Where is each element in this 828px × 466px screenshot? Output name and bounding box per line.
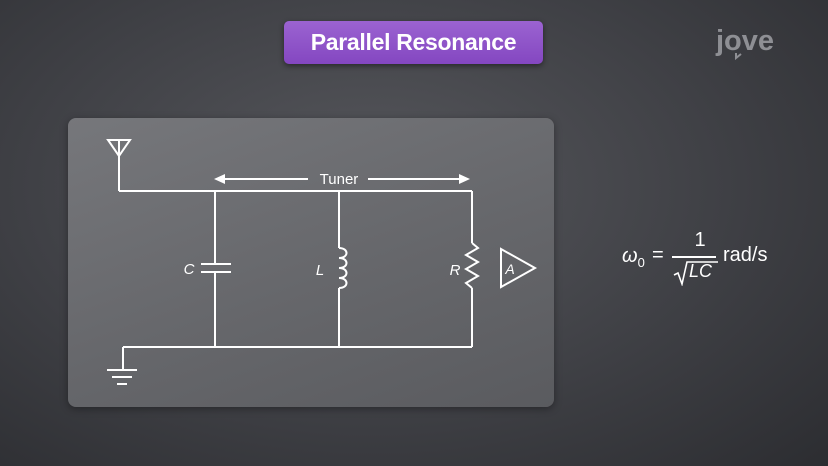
square-root-icon [673,261,718,286]
resistor-label: R [450,262,461,279]
fraction-bar [672,256,716,258]
omega-subscript: 0 [637,255,645,270]
ground-icon [107,347,137,385]
denominator-text: LC [689,261,713,281]
inductor-symbol [338,191,348,347]
circuit-panel: Tuner C L R A [68,118,554,407]
equals-sign: = [652,244,664,266]
parallel-resonance-circuit: Tuner C L R A [106,139,538,385]
inductor-label: L [316,262,324,279]
tuner-label: Tuner [320,171,359,188]
capacitor-label: C [184,261,195,278]
formula-unit: rad/s [723,244,768,266]
page-title: Parallel Resonance [310,29,517,55]
resonance-formula: ω0 = 1 LC rad/s [620,228,790,288]
capacitor-symbol [201,191,231,347]
jove-logo: jove [715,25,774,61]
resistor-symbol [464,191,480,347]
formula-numerator: 1 [694,229,706,251]
tuner-arrowheads [214,174,470,184]
antenna-icon [106,139,132,191]
omega-symbol: ω0 [622,245,645,270]
formula-denominator: LC [672,260,718,286]
title-banner: Parallel Resonance [284,21,543,64]
amplifier-label: A [504,261,514,277]
amplifier-icon [500,247,538,289]
svg-text:jove: jove [715,25,774,57]
